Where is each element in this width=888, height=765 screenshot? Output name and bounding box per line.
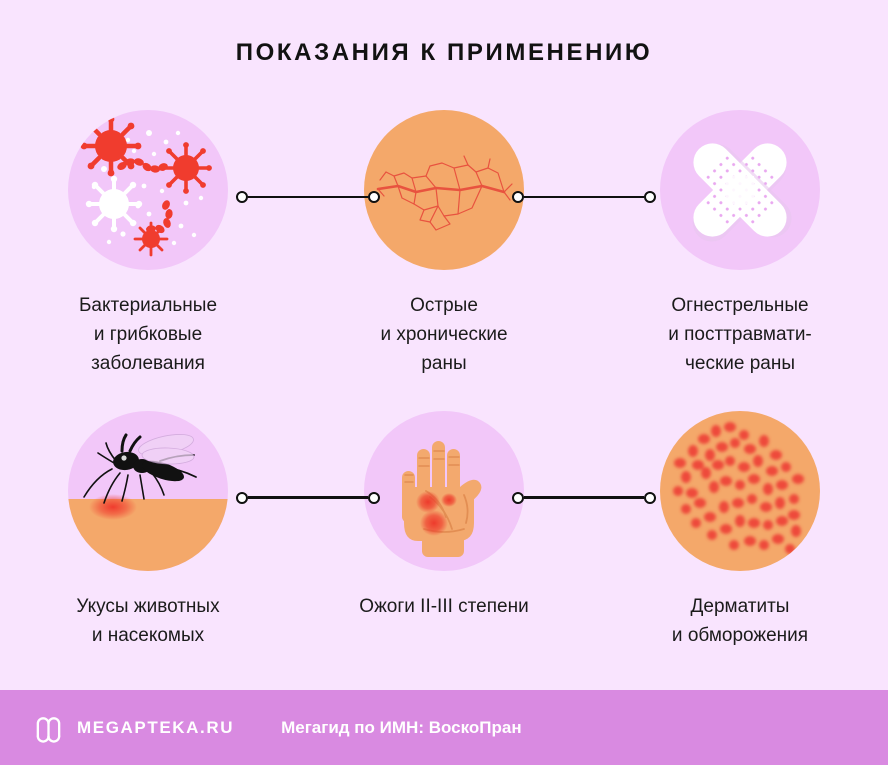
indication-caption: Ожоги II-III степени [359,595,529,617]
connector-1-2 [236,190,380,204]
connector-2-3 [512,190,656,204]
burned-hand-icon [402,440,482,557]
indication-caption: Острые и хронические раны [380,295,508,374]
mosquito-bite-icon [68,433,228,571]
connector-knob-right [368,491,380,504]
connector-knob-left [512,491,524,504]
icon-container [68,110,228,270]
connector-knob-right [644,491,656,504]
footer-subtitle: Мегагид по ИМН: ВоскоПран [281,717,522,737]
indication-item-animal-insect-bites[interactable]: Укусы животных и насекомых [0,410,296,651]
icon-container [660,110,820,270]
connector-wire [248,496,368,499]
connector-wire [248,195,368,199]
indication-item-dermatitis-frostbite[interactable]: Дерматиты и обморожения [592,410,888,651]
icon-circle-background [660,410,820,571]
footer-bar: MEGAPTEKA.RU Мегагид по ИМН: ВоскоПран [0,690,888,765]
connector-4-5 [236,491,380,505]
indications-grid: Бактериальные и грибковые заболевания [0,110,888,650]
icon-circle-background [364,110,524,270]
icon-container [660,410,820,571]
indication-caption: Бактериальные и грибковые заболевания [78,295,218,374]
connector-wire [524,496,644,499]
cracked-skin-wound-icon [376,155,513,231]
connector-knob-left [512,191,524,203]
connector-knob-right [644,191,656,203]
skin-rash-icon [673,421,804,554]
icon-container [68,410,228,571]
indication-item-gunshot-posttraumatic[interactable]: Огнестрельные и посттравмати- ческие ран… [592,110,888,379]
page-title: ПОКАЗАНИЯ К ПРИМЕНЕНИЮ [235,39,653,66]
indication-item-burns[interactable]: Ожоги II-III степени [296,410,592,622]
icon-circle-background [68,410,228,571]
footer-brand-name[interactable]: MEGAPTEKA.RU [77,717,235,737]
megapteka-m-logo-icon [33,712,64,743]
indications-row-top: Бактериальные и грибковые заболевания [0,110,888,379]
indication-caption: Дерматиты и обморожения [671,595,809,646]
icon-container [364,110,524,270]
connector-knob-right [368,191,380,203]
connector-wire [524,195,644,199]
indication-item-acute-chronic-wounds[interactable]: Острые и хронические раны [296,110,592,379]
germs-icon [80,115,212,257]
indications-row-bottom: Укусы животных и насекомых [0,410,888,651]
indication-caption: Огнестрельные и посттравмати- ческие ран… [668,295,812,374]
icon-circle-background [660,110,820,270]
connector-5-6 [512,491,656,505]
crossed-bandages-icon [692,143,792,242]
connector-knob-left [236,191,248,203]
icon-circle-background [68,110,228,270]
icon-container [364,410,524,571]
icon-circle-background [364,410,524,571]
indication-caption: Укусы животных и насекомых [76,595,220,646]
indication-item-bacterial-fungal[interactable]: Бактериальные и грибковые заболевания [0,110,296,379]
connector-knob-left [236,491,248,504]
